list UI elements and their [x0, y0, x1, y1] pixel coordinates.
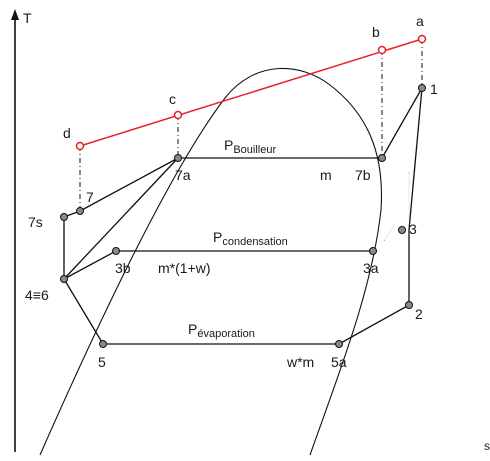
label-p-evaporation: Pévaporation — [188, 321, 255, 340]
point-2 — [405, 301, 413, 309]
label-d: d — [63, 125, 71, 141]
label-p-condensation: Pcondensation — [213, 229, 288, 248]
label-a: a — [416, 13, 424, 29]
heat-source-arrow-2 — [111, 127, 139, 137]
projection-lines — [79, 39, 423, 211]
cycle-lines — [63, 87, 423, 345]
label-3: 3 — [409, 221, 417, 237]
label-m-1w: m*(1+w) — [158, 260, 211, 276]
label-4-6: 4≡6 — [25, 287, 49, 303]
t-axis-label: T — [23, 10, 32, 26]
point-1 — [418, 84, 426, 92]
point-5 — [99, 340, 107, 348]
label-5a: 5a — [331, 354, 347, 370]
heat-source-arrow-1 — [269, 76, 301, 88]
label-p-bouilleur: PBouilleur — [224, 137, 276, 156]
label-3a: 3a — [363, 260, 379, 276]
state-points — [60, 84, 426, 348]
point-3b — [112, 247, 120, 255]
s-axis-label: s — [484, 439, 490, 453]
label-1: 1 — [430, 81, 438, 97]
label-c: c — [169, 91, 176, 107]
label-7: 7 — [86, 189, 94, 205]
label-7b: 7b — [355, 167, 371, 183]
heat-source-line — [79, 38, 423, 147]
saturation-dome — [39, 68, 383, 456]
point-7s — [60, 213, 68, 221]
point-labels: a b c d 1 7a m 7b 7 7s 3 3a 3b m*(1+w) 4… — [25, 13, 438, 370]
label-7a: 7a — [175, 167, 191, 183]
point-3 — [398, 226, 406, 234]
point-7b — [378, 154, 386, 162]
point-7a — [174, 154, 182, 162]
t-axis-arrowhead — [11, 9, 19, 20]
label-2: 2 — [415, 306, 423, 322]
label-wm: w*m — [286, 354, 314, 370]
point-d — [75, 141, 85, 151]
label-5: 5 — [98, 354, 106, 370]
label-b: b — [372, 24, 380, 40]
point-4-6 — [60, 275, 68, 283]
cycle-arrows — [63, 104, 417, 345]
red-points — [75, 34, 427, 151]
point-3a — [369, 247, 377, 255]
point-a — [417, 34, 427, 44]
point-5a — [335, 340, 343, 348]
label-3b: 3b — [115, 260, 131, 276]
label-7s: 7s — [28, 214, 43, 230]
point-c — [173, 110, 183, 120]
point-b — [377, 45, 387, 55]
point-7 — [76, 207, 84, 215]
label-m: m — [320, 167, 332, 183]
